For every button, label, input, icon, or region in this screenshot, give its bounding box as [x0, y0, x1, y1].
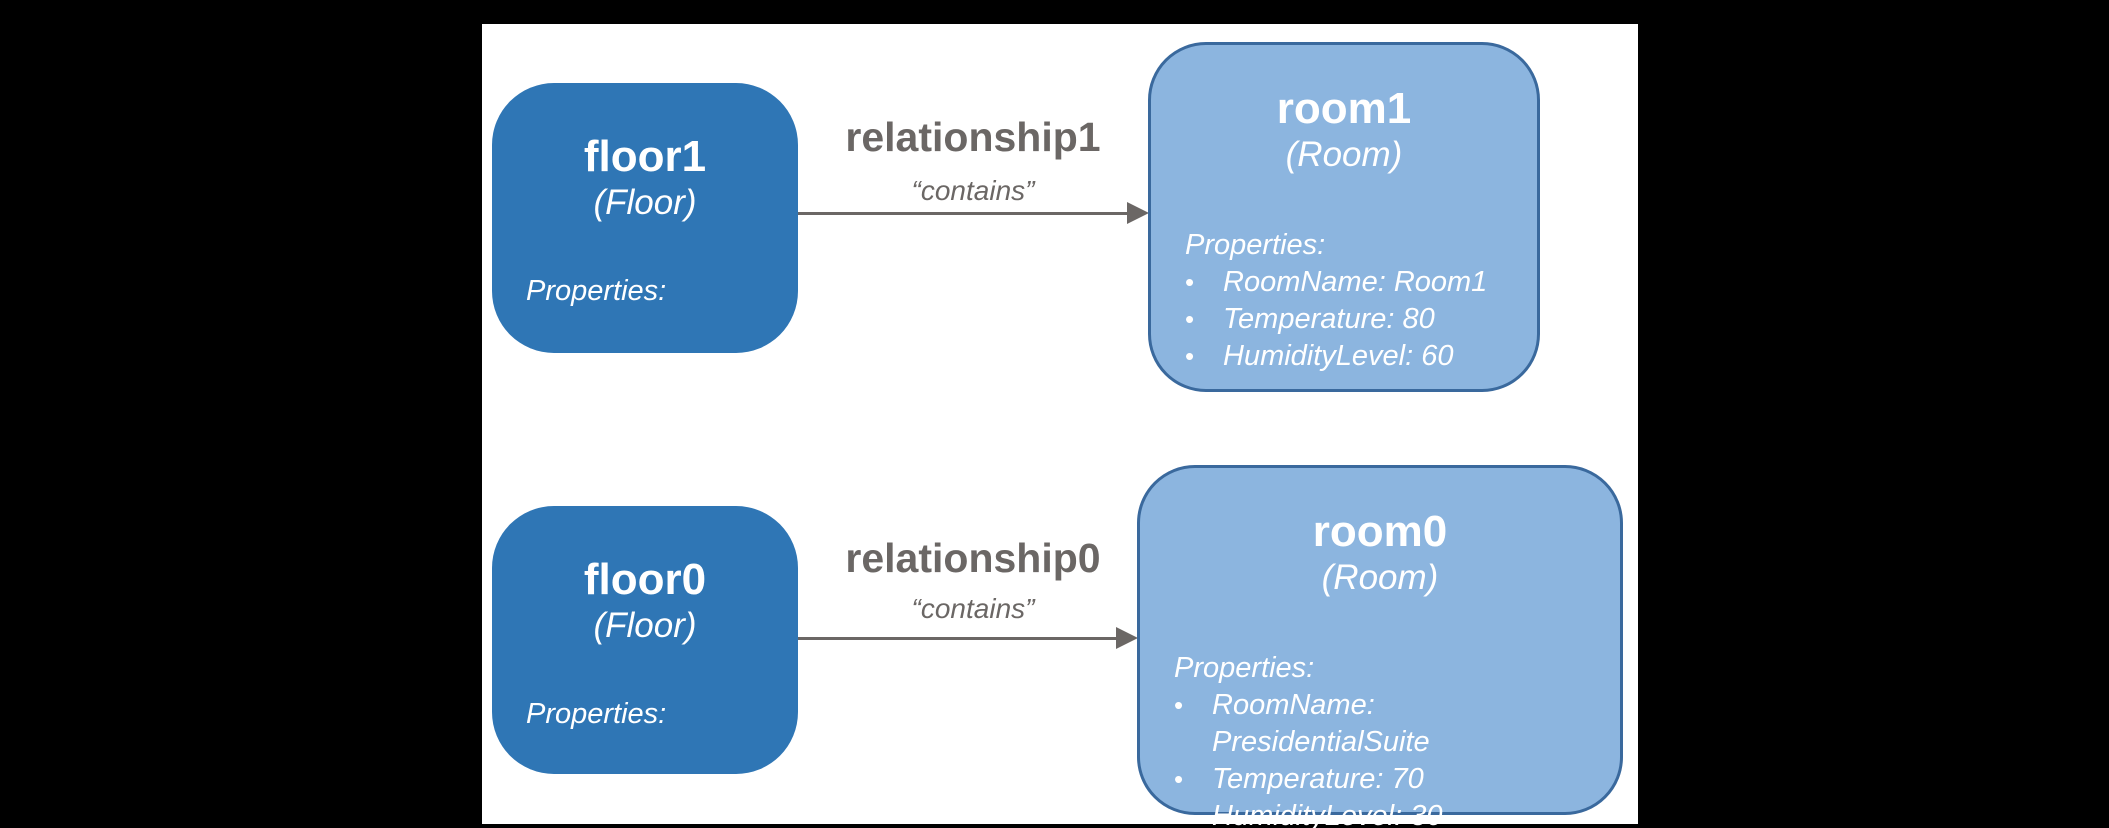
twin-model-type: (Floor) [593, 606, 697, 645]
twin-properties: Properties: • RoomName: Room1 • Temperat… [1185, 227, 1517, 375]
twin-name: floor1 [583, 132, 707, 181]
property-text: HumidityLevel: 30 [1212, 800, 1443, 828]
twin-name: floor0 [583, 555, 707, 604]
bullet-icon: • [1185, 267, 1195, 297]
twin-properties: Properties: • RoomName: PresidentialSuit… [1174, 650, 1600, 828]
relationship-arrow-line [798, 637, 1119, 640]
relationship-arrow-line [798, 212, 1130, 215]
diagram-canvas: floor1 (Floor) Properties: relationship1… [482, 24, 1638, 828]
properties-label: Properties: [526, 275, 667, 307]
twin-node-floor1: floor1 (Floor) Properties: [492, 83, 798, 353]
property-item: • HumidityLevel: 30 [1174, 798, 1600, 828]
bullet-icon: • [1174, 690, 1184, 720]
twin-properties: Properties: [526, 273, 778, 310]
properties-label: Properties: [1174, 652, 1315, 684]
twin-node-room1: room1 (Room) Properties: • RoomName: Roo… [1148, 42, 1540, 392]
property-item: • HumidityLevel: 60 [1185, 338, 1517, 375]
property-text: RoomName: Room1 [1223, 266, 1488, 298]
property-item: • Temperature: 80 [1185, 301, 1517, 338]
property-item: • RoomName: PresidentialSuite [1174, 687, 1600, 761]
twin-model-type: (Room) [1285, 135, 1403, 174]
twin-model-type: (Floor) [593, 183, 697, 222]
twin-model-type: (Room) [1321, 558, 1439, 597]
twin-node-room0: room0 (Room) Properties: • RoomName: Pre… [1137, 465, 1623, 828]
relationship-value: “contains” [911, 593, 1035, 624]
bullet-icon: • [1185, 304, 1195, 334]
arrow-head-icon [1127, 202, 1149, 224]
twin-node-floor0: floor0 (Floor) Properties: [492, 506, 798, 774]
twin-name: room1 [1276, 84, 1412, 133]
property-text: HumidityLevel: 60 [1223, 340, 1454, 372]
relationship-name: relationship0 [845, 535, 1101, 581]
property-text: Temperature: 80 [1223, 303, 1435, 335]
property-item: • Temperature: 70 [1174, 761, 1600, 798]
properties-label: Properties: [1185, 229, 1326, 261]
arrow-head-icon [1116, 627, 1138, 649]
property-text: RoomName: PresidentialSuite [1212, 689, 1430, 758]
bullet-icon: • [1174, 764, 1184, 794]
property-text: Temperature: 70 [1212, 763, 1424, 795]
relationship-value: “contains” [911, 175, 1035, 206]
bullet-icon: • [1185, 341, 1195, 371]
relationship-name: relationship1 [845, 114, 1101, 160]
property-item: • RoomName: Room1 [1185, 264, 1517, 301]
twin-properties: Properties: [526, 696, 778, 733]
twin-name: room0 [1312, 507, 1448, 556]
properties-label: Properties: [526, 698, 667, 730]
bullet-icon: • [1174, 801, 1184, 828]
